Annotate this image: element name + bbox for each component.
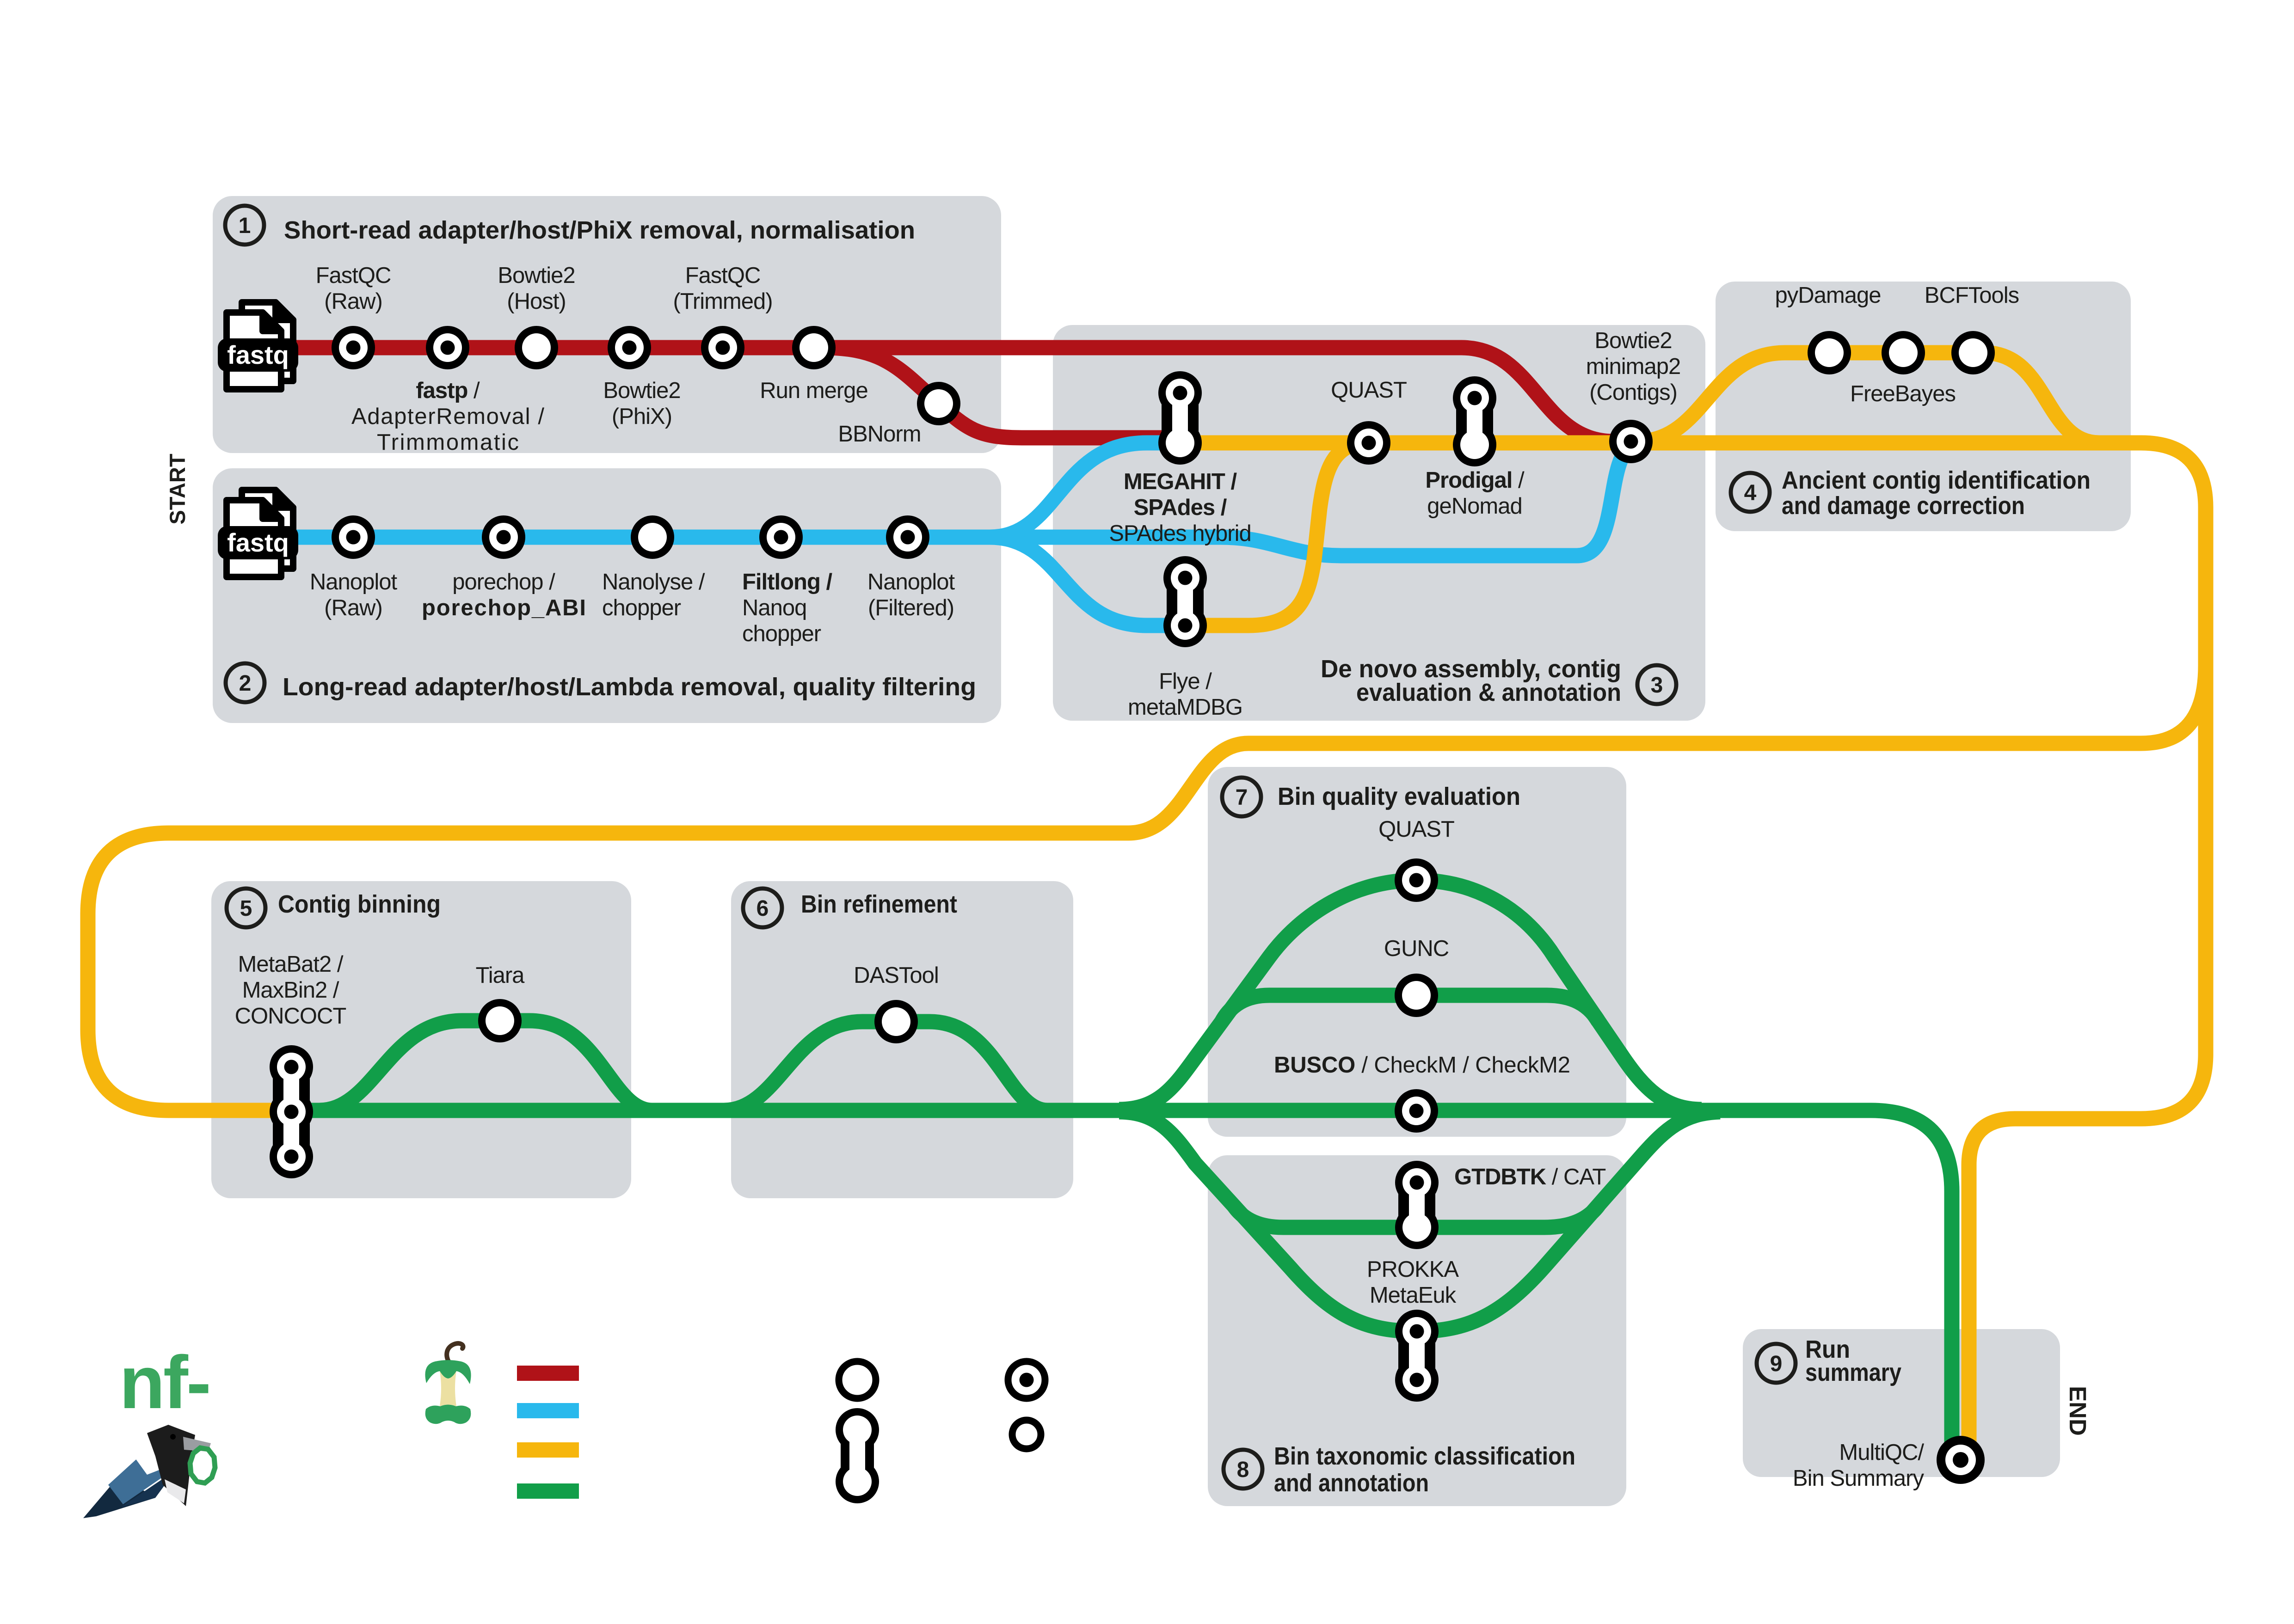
svg-text:minimap2: minimap2 bbox=[1586, 354, 1680, 379]
svg-text:De novo assembly, contig: De novo assembly, contig bbox=[1321, 655, 1621, 683]
svg-text:Bin refinement: Bin refinement bbox=[801, 890, 957, 918]
svg-text:MetaEuk: MetaEuk bbox=[1370, 1283, 1457, 1308]
svg-text:CONCOCT: CONCOCT bbox=[235, 1004, 346, 1029]
svg-text:GTDBTK / CAT: GTDBTK / CAT bbox=[1454, 1164, 1605, 1189]
svg-text:MEGAHIT /: MEGAHIT / bbox=[1124, 469, 1237, 494]
svg-text:(PhiX): (PhiX) bbox=[612, 404, 672, 429]
svg-text:BBNorm: BBNorm bbox=[838, 422, 921, 447]
svg-text:FastQC: FastQC bbox=[316, 263, 391, 288]
svg-text:Flye /: Flye / bbox=[1159, 669, 1212, 694]
svg-text:Tiara: Tiara bbox=[476, 963, 525, 988]
svg-text:Prodigal /: Prodigal / bbox=[1425, 468, 1525, 493]
svg-text:chopper: chopper bbox=[742, 621, 821, 646]
svg-text:and damage correction: and damage correction bbox=[1782, 492, 2025, 520]
svg-text:summary: summary bbox=[1805, 1359, 1901, 1386]
svg-text:Run: Run bbox=[1805, 1336, 1850, 1363]
svg-text:porechop /: porechop / bbox=[452, 570, 555, 594]
svg-text:(Raw): (Raw) bbox=[324, 595, 382, 620]
svg-text:(Filtered): (Filtered) bbox=[868, 595, 954, 620]
svg-text:Bin quality evaluation: Bin quality evaluation bbox=[1278, 783, 1520, 810]
svg-text:(Host): (Host) bbox=[507, 289, 566, 314]
svg-text:Bin taxonomic classification: Bin taxonomic classification bbox=[1274, 1442, 1575, 1470]
svg-text:AdapterRemoval /: AdapterRemoval / bbox=[351, 404, 544, 429]
svg-text:MultiQC/: MultiQC/ bbox=[1839, 1440, 1924, 1465]
svg-text:BUSCO / CheckM / CheckM2: BUSCO / CheckM / CheckM2 bbox=[1274, 1053, 1570, 1078]
svg-text:7: 7 bbox=[1236, 785, 1248, 810]
svg-text:porechop_ABI: porechop_ABI bbox=[422, 595, 585, 620]
svg-text:Nanoq: Nanoq bbox=[742, 595, 806, 620]
svg-text:Nanolyse /: Nanolyse / bbox=[602, 570, 705, 594]
svg-text:Nanoplot: Nanoplot bbox=[867, 570, 955, 594]
svg-text:4: 4 bbox=[1744, 481, 1757, 505]
svg-text:SPAdes /: SPAdes / bbox=[1134, 495, 1227, 520]
svg-text:MetaBat2 /: MetaBat2 / bbox=[238, 952, 344, 977]
svg-text:and annotation: and annotation bbox=[1274, 1469, 1429, 1497]
svg-text:QUAST: QUAST bbox=[1378, 817, 1454, 842]
svg-text:MaxBin2 /: MaxBin2 / bbox=[242, 978, 339, 1003]
svg-text:3: 3 bbox=[1651, 673, 1663, 698]
svg-text:nf-: nf- bbox=[119, 1341, 209, 1424]
svg-text:FastQC: FastQC bbox=[685, 263, 761, 288]
svg-text:Nanoplot: Nanoplot bbox=[310, 570, 398, 594]
svg-text:metaMDBG: metaMDBG bbox=[1128, 695, 1242, 720]
svg-text:fastq: fastq bbox=[227, 340, 289, 369]
svg-text:5: 5 bbox=[240, 896, 252, 921]
svg-text:GUNC: GUNC bbox=[1384, 936, 1449, 961]
svg-text:fastp /: fastp / bbox=[416, 378, 480, 403]
svg-text:chopper: chopper bbox=[602, 595, 681, 620]
svg-text:BCFTools: BCFTools bbox=[1925, 283, 2019, 308]
svg-text:Bowtie2: Bowtie2 bbox=[603, 378, 680, 403]
svg-text:9: 9 bbox=[1770, 1352, 1783, 1376]
svg-text:2: 2 bbox=[239, 671, 252, 696]
svg-text:8: 8 bbox=[1237, 1458, 1249, 1482]
svg-text:END: END bbox=[2065, 1386, 2091, 1436]
svg-text:QUAST: QUAST bbox=[1331, 378, 1407, 403]
svg-text:PROKKA: PROKKA bbox=[1367, 1257, 1459, 1282]
svg-text:FreeBayes: FreeBayes bbox=[1850, 381, 1956, 406]
svg-text:Run merge: Run merge bbox=[760, 378, 867, 403]
svg-text:Bin Summary: Bin Summary bbox=[1793, 1466, 1925, 1491]
svg-text:Trimmomatic: Trimmomatic bbox=[377, 430, 519, 455]
svg-text:Long-read adapter/host/Lambda: Long-read adapter/host/Lambda removal, q… bbox=[283, 673, 976, 701]
svg-text:Bowtie2: Bowtie2 bbox=[498, 263, 575, 288]
svg-text:DASTool: DASTool bbox=[854, 963, 939, 988]
svg-text:(Contigs): (Contigs) bbox=[1589, 380, 1677, 405]
svg-text:1: 1 bbox=[239, 214, 251, 238]
svg-text:(Raw): (Raw) bbox=[324, 289, 382, 314]
svg-text:evaluation & annotation: evaluation & annotation bbox=[1356, 679, 1621, 706]
svg-text:geNomad: geNomad bbox=[1427, 494, 1522, 519]
svg-text:6: 6 bbox=[756, 896, 769, 921]
svg-text:START: START bbox=[165, 453, 190, 524]
svg-text:(Trimmed): (Trimmed) bbox=[673, 289, 772, 314]
svg-text:Filtlong /: Filtlong / bbox=[742, 570, 832, 594]
svg-text:pyDamage: pyDamage bbox=[1775, 283, 1881, 308]
svg-text:Short-read adapter/host/PhiX r: Short-read adapter/host/PhiX removal, no… bbox=[284, 216, 915, 244]
svg-text:Ancient contig identification: Ancient contig identification bbox=[1782, 466, 2091, 494]
svg-text:Contig binning: Contig binning bbox=[278, 890, 441, 918]
svg-text:SPAdes hybrid: SPAdes hybrid bbox=[1109, 521, 1251, 546]
svg-text:Bowtie2: Bowtie2 bbox=[1594, 328, 1672, 353]
